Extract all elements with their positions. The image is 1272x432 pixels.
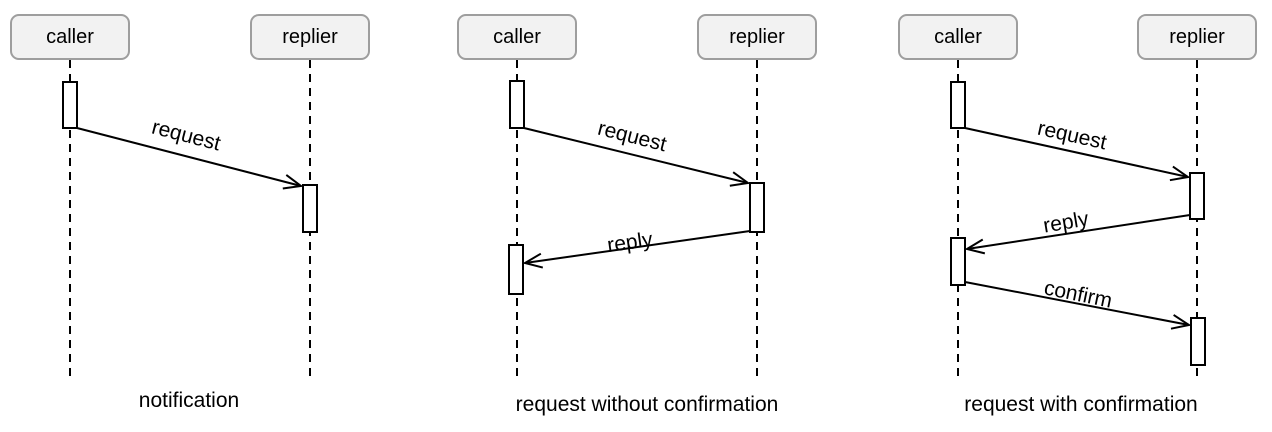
participant-label-replier: replier — [282, 26, 338, 48]
participant-label-replier: replier — [1169, 26, 1225, 48]
participant-label-caller: caller — [934, 26, 982, 48]
diagram-caption: request with confirmation — [964, 393, 1198, 416]
participant-box-replier: replier — [697, 14, 817, 60]
activation-replier-2 — [1190, 317, 1206, 366]
message-arrow-confirm — [964, 281, 1189, 325]
diagram-request-with-confirmation: caller replier request reply confirm req… — [848, 0, 1272, 432]
activation-replier — [302, 184, 318, 233]
message-arrow-request — [523, 127, 748, 183]
activation-replier — [749, 182, 765, 233]
diagram-canvas — [508, 60, 765, 378]
activation-caller-2 — [508, 244, 524, 295]
diagram-notification: caller replier request notification — [0, 0, 424, 432]
diagram-canvas — [62, 60, 318, 378]
participant-box-caller: caller — [10, 14, 130, 60]
message-arrow-request — [76, 127, 301, 186]
participant-box-caller: caller — [457, 14, 577, 60]
activation-caller-1 — [509, 80, 525, 129]
activation-caller — [62, 81, 78, 129]
activation-caller-1 — [950, 81, 966, 129]
participant-label-replier: replier — [729, 26, 785, 48]
participant-box-replier: replier — [1137, 14, 1257, 60]
message-arrow-reply — [967, 214, 1191, 249]
message-arrow-request — [964, 127, 1188, 177]
diagram-caption: request without confirmation — [515, 393, 779, 416]
diagram-caption: notification — [138, 389, 240, 412]
participant-box-caller: caller — [898, 14, 1018, 60]
participant-label-caller: caller — [493, 26, 541, 48]
participant-box-replier: replier — [250, 14, 370, 60]
activation-caller-2 — [950, 237, 966, 286]
message-arrow-reply — [525, 230, 751, 263]
diagram-request-without-confirmation: caller replier request reply request wit… — [424, 0, 848, 432]
participant-label-caller: caller — [46, 26, 94, 48]
diagram-canvas — [950, 60, 1206, 378]
activation-replier-1 — [1189, 172, 1205, 220]
